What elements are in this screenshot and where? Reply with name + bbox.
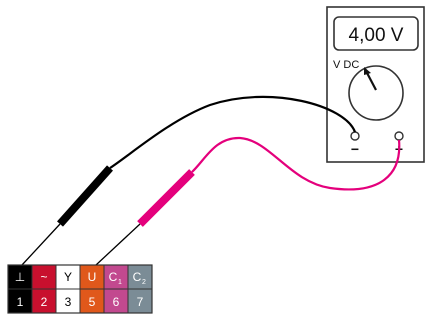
terminal-number: 7	[137, 295, 144, 309]
terminal-number: 1	[17, 295, 24, 309]
multimeter-mode-label: V DC	[333, 59, 359, 71]
terminal-number: 3	[65, 295, 72, 309]
terminal-strip-border	[7, 264, 153, 314]
terminal-bottom-cell[interactable]	[127, 288, 153, 314]
terminal-number: 6	[113, 295, 120, 309]
multimeter-display-value: 4,00 V	[349, 25, 404, 46]
red-lead-cable	[191, 136, 401, 191]
terminal-top-cell[interactable]	[103, 264, 129, 290]
negative-terminal-label: −	[351, 141, 359, 157]
multimeter: 4,00 V V DC − +	[326, 6, 425, 163]
negative-terminal[interactable]	[350, 131, 360, 141]
terminal-top-subscript: 1	[118, 279, 122, 286]
terminal-top-label: U	[88, 270, 97, 284]
positive-terminal[interactable]	[394, 131, 404, 141]
terminal-top-label: ~	[40, 270, 47, 284]
dial-pointer	[365, 70, 377, 91]
black-lead-cable	[109, 95, 357, 169]
black-probe-handle	[57, 165, 113, 227]
dial-pointer-arrowhead	[364, 67, 371, 75]
terminal-number: 5	[89, 295, 96, 309]
red-probe[interactable]	[95, 136, 401, 266]
terminal-top-label: ⊥	[15, 270, 25, 284]
multimeter-display	[333, 16, 419, 51]
terminal-number: 2	[41, 295, 48, 309]
terminal-top-label: C	[109, 270, 118, 284]
black-probe[interactable]	[21, 95, 357, 266]
terminal-top-label: C	[133, 270, 142, 284]
meter-dial[interactable]	[348, 65, 404, 121]
terminal-top-label: Y	[64, 270, 72, 284]
black-probe-tip	[21, 223, 61, 266]
terminal-top-subscript: 2	[142, 279, 146, 286]
red-probe-handle	[137, 169, 195, 227]
red-probe-tip	[95, 223, 141, 266]
